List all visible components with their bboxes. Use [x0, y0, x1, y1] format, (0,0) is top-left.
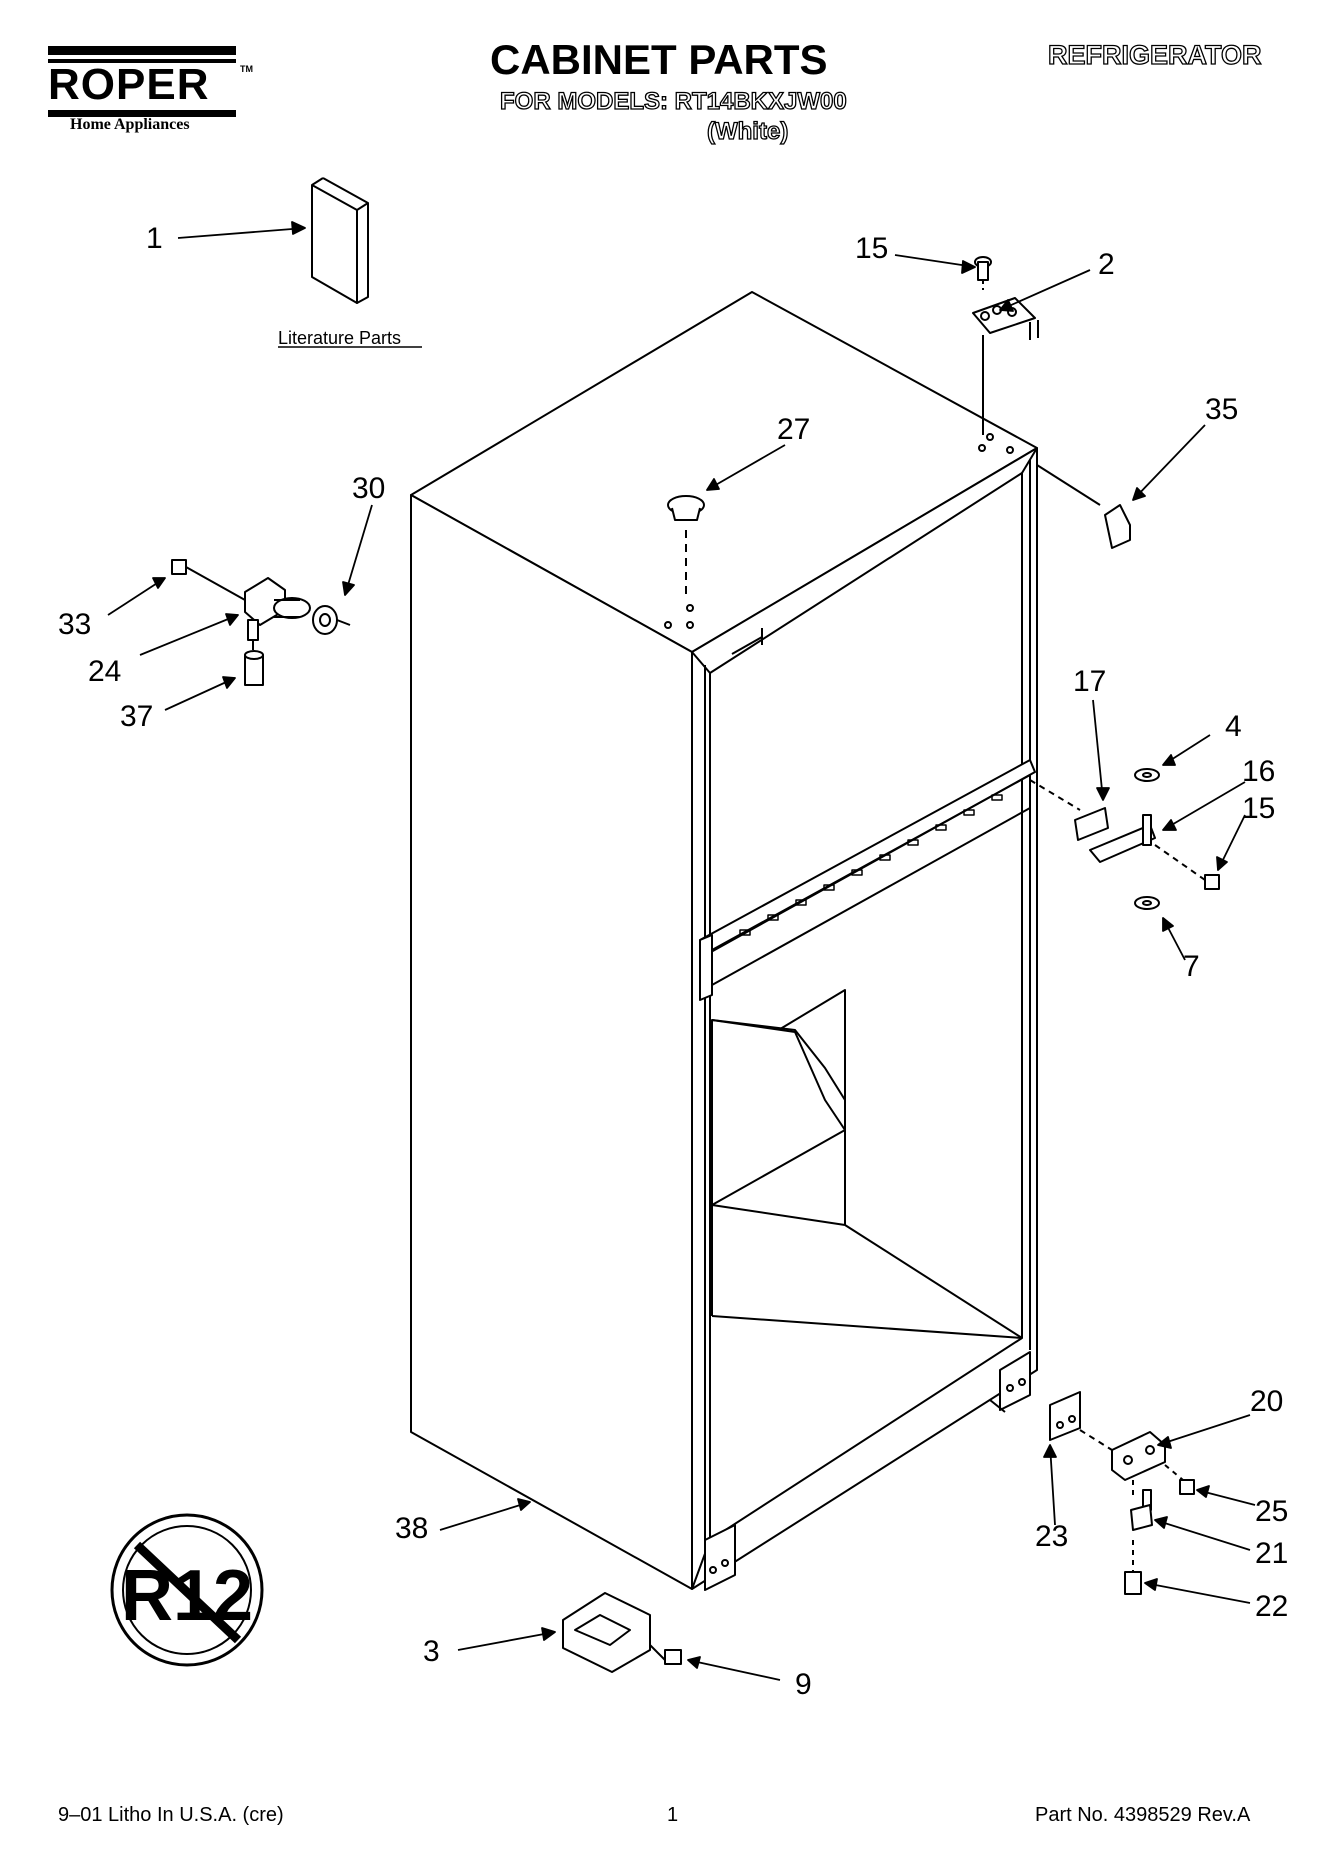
callout-15-top: 15 — [855, 232, 889, 265]
hinge-cover — [1036, 464, 1131, 549]
category-label: REFRIGERATOR — [1047, 39, 1262, 70]
logo-bottom-bar — [48, 110, 236, 117]
part-number: Part No. 4398529 Rev.A — [1035, 1804, 1251, 1826]
literature-parts-label: Literature Parts — [278, 328, 402, 348]
r12-text: R12 — [121, 1556, 253, 1636]
callout-15-mid: 15 — [1242, 792, 1276, 825]
logo-tm: TM — [240, 64, 253, 74]
callout-4: 4 — [1225, 710, 1242, 743]
divider-rail — [699, 759, 1036, 1001]
logo-top-bar-2 — [48, 59, 236, 63]
cabinet-bottom-brackets — [704, 1351, 1031, 1591]
callout-38: 38 — [395, 1512, 429, 1545]
callout-16: 16 — [1242, 755, 1276, 788]
page-title: CABINET PARTS — [490, 36, 828, 83]
callout-37: 37 — [120, 700, 154, 733]
callout-3: 3 — [423, 1635, 440, 1668]
callout-20: 20 — [1250, 1385, 1284, 1418]
callout-7: 7 — [1183, 950, 1200, 983]
top-hinge — [972, 256, 1039, 435]
callout-27: 27 — [777, 413, 811, 446]
callout-24: 24 — [88, 655, 122, 688]
brand-logo: ROPER TM Home Appliances — [48, 46, 253, 136]
logo-subtitle: Home Appliances — [70, 116, 190, 133]
callout-30: 30 — [352, 472, 386, 505]
no-r12-symbol — [110, 1513, 264, 1667]
logo-top-bar — [48, 46, 236, 55]
callout-33: 33 — [58, 608, 92, 641]
callout-22: 22 — [1255, 1590, 1289, 1623]
print-info: 9–01 Litho In U.S.A. (cre) — [58, 1804, 284, 1826]
callout-2: 2 — [1098, 248, 1115, 281]
callout-35: 35 — [1205, 393, 1239, 426]
cabinet-body — [410, 291, 1038, 1590]
callout-25: 25 — [1255, 1495, 1289, 1528]
plug-button — [667, 495, 705, 595]
callout-21: 21 — [1255, 1537, 1289, 1570]
center-hinge-assembly — [1029, 768, 1220, 910]
leveling-leg-assembly — [562, 1592, 682, 1673]
page-number: 1 — [667, 1804, 679, 1826]
models-line: FOR MODELS: RT14BKXJW00 — [499, 87, 847, 115]
callout-leaders — [107, 221, 1256, 1681]
callout-1: 1 — [146, 222, 163, 255]
callout-9: 9 — [795, 1668, 812, 1701]
logo-wordmark: ROPER — [48, 60, 210, 109]
callout-23: 23 — [1035, 1520, 1069, 1553]
color-note: (White) — [706, 117, 789, 145]
bottom-hinge-assembly — [1049, 1391, 1195, 1595]
handle-mount-assembly — [171, 559, 351, 686]
callout-17: 17 — [1073, 665, 1107, 698]
literature-book — [278, 177, 422, 348]
